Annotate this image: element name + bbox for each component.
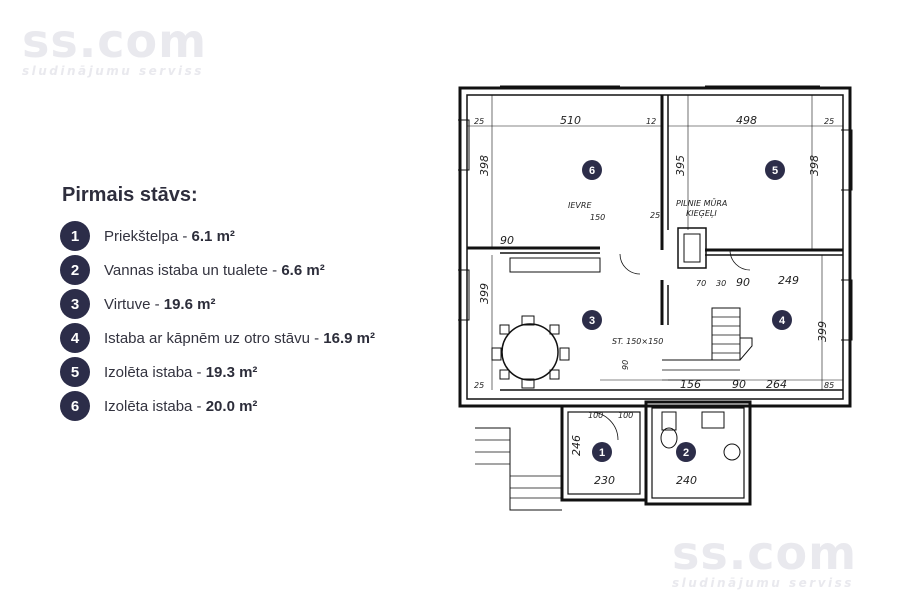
room-label: Istaba ar kāpnēm uz otro stāvu - xyxy=(104,329,324,347)
legend-item-text: Vannas istaba un tualete - 6.6 m² xyxy=(104,262,325,279)
legend-item-text: Istaba ar kāpnēm uz otro stāvu - 16.9 m² xyxy=(104,330,375,347)
dimension-label: 90 xyxy=(732,378,746,391)
dimension-label: 12 xyxy=(646,117,656,126)
watermark-sub-text: sludinājumu serviss xyxy=(22,64,204,78)
room-area: 20.0 m² xyxy=(205,397,258,415)
room-number-badge: 6 xyxy=(60,391,90,421)
legend-item-text: Izolēta istaba - 20.0 m² xyxy=(104,398,257,415)
room-number-badge: 2 xyxy=(60,255,90,285)
note-bricks: KIEĢEĻI xyxy=(686,209,717,218)
room-label: Vannas istaba un tualete - xyxy=(104,261,282,279)
legend-item: 5 Izolēta istaba - 19.3 m² xyxy=(60,355,375,389)
dimension-label: 230 xyxy=(594,474,615,487)
watermark-sub-text: sludinājumu serviss xyxy=(672,576,854,590)
room-number-badge: 1 xyxy=(60,221,90,251)
room-badge-1: 1 xyxy=(592,442,612,462)
legend-item: 2 Vannas istaba un tualete - 6.6 m² xyxy=(60,253,375,287)
legend-item: 4 Istaba ar kāpnēm uz otro stāvu - 16.9 … xyxy=(60,321,375,355)
dimension-label: 30 xyxy=(716,279,726,288)
room-area: 19.3 m² xyxy=(205,363,258,381)
room-badge-number: 3 xyxy=(589,315,595,327)
dimension-label: 25 xyxy=(824,117,834,126)
dimension-label: 85 xyxy=(824,381,834,390)
legend-item-text: Virtuve - 19.6 m² xyxy=(104,296,215,313)
room-badge-3: 3 xyxy=(582,310,602,330)
legend-item-text: Izolēta istaba - 19.3 m² xyxy=(104,364,257,381)
watermark-logo-top: ss.com sludinājumu serviss xyxy=(22,18,207,78)
room-label: Virtuve - xyxy=(104,295,164,313)
room-area: 16.9 m² xyxy=(323,329,375,347)
room-area: 19.6 m² xyxy=(163,295,216,313)
dimension-label: 90 xyxy=(736,276,750,289)
dimension-label: 249 xyxy=(778,274,799,287)
dimension-label: 90 xyxy=(621,360,630,370)
watermark-logo-bottom: ss.com sludinājumu serviss xyxy=(672,530,857,590)
room-legend: 1 Priekštelpa - 6.1 m² 2 Vannas istaba u… xyxy=(60,219,375,423)
dimension-label: 399 xyxy=(816,321,829,342)
dimension-label: 498 xyxy=(736,114,757,127)
room-area: 6.1 m² xyxy=(191,227,235,245)
room-badge-number: 1 xyxy=(599,447,605,459)
room-number-badge: 4 xyxy=(60,323,90,353)
dimension-label: 100 xyxy=(618,411,633,420)
dimension-label: 264 xyxy=(766,378,787,391)
plan-dimensions: 510 498 25 12 25 398 395 398 90 150 25 3… xyxy=(474,114,834,487)
room-badge-number: 6 xyxy=(589,165,595,177)
dimension-label: 398 xyxy=(478,155,491,176)
room-label: Izolēta istaba - xyxy=(104,397,206,415)
dimension-label: 156 xyxy=(680,378,701,391)
legend-item-text: Priekštelpa - 6.1 m² xyxy=(104,228,235,245)
room-badge-6: 6 xyxy=(582,160,602,180)
dimension-label: 246 xyxy=(570,435,583,456)
dimension-label: 395 xyxy=(674,155,687,176)
plan-walls xyxy=(458,85,853,511)
room-number-badge: 5 xyxy=(60,357,90,387)
room-label: Priekštelpa - xyxy=(104,227,192,245)
room-area: 6.6 m² xyxy=(281,261,325,279)
dimension-label: 240 xyxy=(676,474,697,487)
room-badge-5: 5 xyxy=(765,160,785,180)
legend-title: Pirmais stāvs: xyxy=(62,184,198,206)
plan-notes: IEVRE PILNIE MŪRA KIEĢEĻI ST. 150×150 xyxy=(568,198,727,346)
room-badge-number: 5 xyxy=(772,165,778,177)
dimension-label: 25 xyxy=(474,117,484,126)
legend-item: 3 Virtuve - 19.6 m² xyxy=(60,287,375,321)
dimension-label: 25 xyxy=(650,211,660,220)
dimension-label: 399 xyxy=(478,283,491,304)
room-badge-2: 2 xyxy=(676,442,696,462)
room-badge-4: 4 xyxy=(772,310,792,330)
room-number-badge: 3 xyxy=(60,289,90,319)
dimension-label: 90 xyxy=(500,234,514,247)
room-badge-number: 2 xyxy=(683,447,689,459)
floor-plan: 510 498 25 12 25 398 395 398 90 150 25 3… xyxy=(458,85,853,511)
legend-item: 6 Izolēta istaba - 20.0 m² xyxy=(60,389,375,423)
watermark-main-text: ss.com xyxy=(672,526,858,580)
watermark-main-text: ss.com xyxy=(22,14,208,68)
dimension-label: 70 xyxy=(696,279,706,288)
dimension-label: 25 xyxy=(474,381,484,390)
dimension-label: 150 xyxy=(590,213,605,222)
room-badge-number: 4 xyxy=(779,315,786,327)
room-label: Izolēta istaba - xyxy=(104,363,206,381)
dimension-label: 510 xyxy=(560,114,581,127)
note-stair-opening: ST. 150×150 xyxy=(612,337,663,346)
note-ievre: IEVRE xyxy=(568,201,592,210)
note-wall-material: PILNIE MŪRA xyxy=(676,198,727,208)
legend-item: 1 Priekštelpa - 6.1 m² xyxy=(60,219,375,253)
dimension-label: 398 xyxy=(808,155,821,176)
dimension-label: 100 xyxy=(588,411,603,420)
